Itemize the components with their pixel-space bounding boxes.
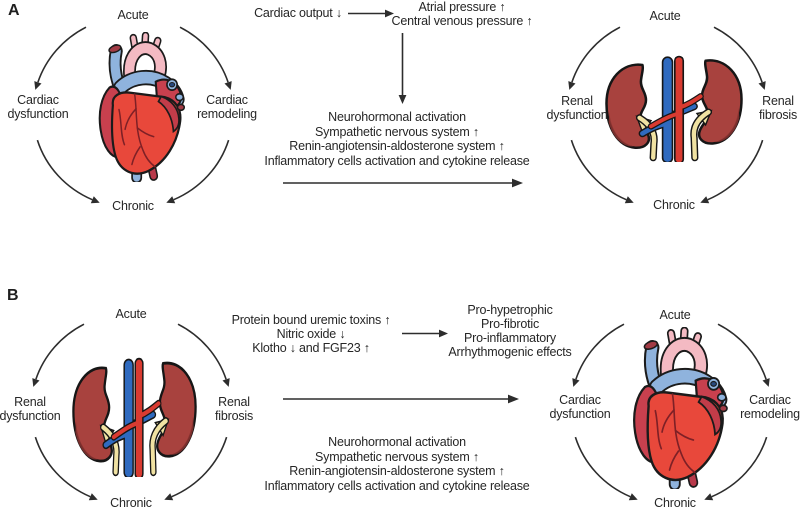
kidneys-illustration bbox=[63, 357, 206, 477]
mechanism-text-b: Neurohormonal activation Sympathetic ner… bbox=[264, 435, 530, 493]
long-flow-arrow-b-icon bbox=[283, 394, 519, 404]
acute-label: Acute bbox=[115, 307, 147, 321]
heart-illustration bbox=[618, 327, 730, 489]
chronic-label: Chronic bbox=[653, 198, 695, 212]
uremic-mediators-text: Protein bound uremic toxins ↑ Nitric oxi… bbox=[231, 313, 391, 355]
heart-illustration bbox=[85, 32, 187, 182]
cycle-arrows bbox=[32, 323, 230, 501]
cycle-arrows bbox=[572, 323, 770, 501]
cycle-arrows bbox=[568, 26, 766, 204]
chronic-label: Chronic bbox=[112, 199, 154, 213]
acute-label: Acute bbox=[117, 8, 149, 22]
acute-label: Acute bbox=[659, 308, 691, 322]
cycle-arrows bbox=[34, 26, 232, 204]
kidneys-illustration bbox=[595, 55, 753, 162]
flow-arrow-right-icon bbox=[348, 9, 394, 18]
long-flow-arrow-a-icon bbox=[283, 178, 523, 188]
cardiac-effects-text: Pro-hypetrophic Pro-fibrotic Pro-inflamm… bbox=[448, 303, 572, 359]
pressure-result-text: Atrial pressure ↑ Central venous pressur… bbox=[391, 0, 533, 28]
mechanism-text-a: Neurohormonal activation Sympathetic ner… bbox=[264, 110, 530, 168]
cardiac-output-text: Cardiac output ↓ bbox=[254, 6, 342, 20]
chronic-label: Chronic bbox=[110, 496, 152, 510]
panel-a-label: A bbox=[8, 2, 20, 19]
flow-arrow-right-icon bbox=[402, 329, 448, 338]
chronic-label: Chronic bbox=[654, 496, 696, 510]
panel-b-label: B bbox=[7, 287, 19, 304]
acute-label: Acute bbox=[649, 9, 681, 23]
flow-arrow-down-icon bbox=[398, 33, 407, 104]
